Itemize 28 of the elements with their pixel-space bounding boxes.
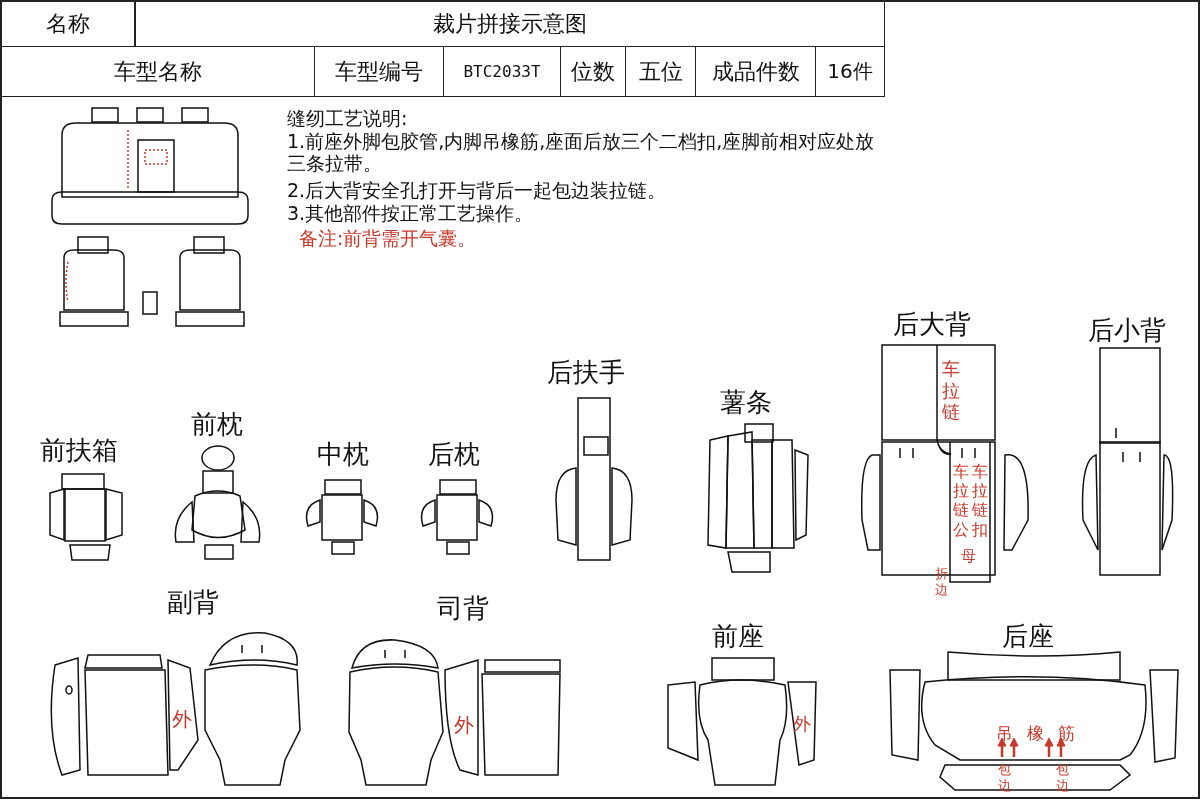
sewing-mark-text: 外: [454, 714, 474, 737]
piece-title: 后座: [1002, 622, 1054, 652]
piece-title: 后枕: [428, 440, 480, 470]
piece-title: 前枕: [191, 410, 243, 440]
piece-title: 前扶箱: [40, 436, 118, 466]
piece-title: 后扶手: [547, 358, 625, 388]
sewing-mark-text: 车拉链公: [952, 462, 970, 539]
sewing-mark-text: 外: [172, 708, 192, 731]
sewing-mark-text: 包边: [1055, 762, 1070, 794]
piece-title: 后小背: [1088, 316, 1166, 346]
piece-title: 薯条: [720, 388, 772, 418]
sewing-mark-text: 包边: [997, 762, 1012, 794]
piece-title: 中枕: [317, 440, 369, 470]
piece-title: 司背: [437, 594, 489, 624]
sewing-mark-text: 车拉链: [941, 358, 961, 423]
sewing-mark-text: 车拉链扣: [971, 462, 989, 539]
sewing-mark-text: 母: [961, 548, 976, 566]
table-cell: 裁片拼接示意图: [135, 0, 885, 47]
note-text: 2.后大背安全孔打开与背后一起包边装拉链。: [287, 180, 667, 202]
note-text: 3.其他部件按正常工艺操作。: [287, 203, 534, 225]
note-heading: 缝纫工艺说明:: [287, 108, 408, 130]
note-text: 备注:前背需开气囊。: [299, 228, 477, 250]
note-text: 1.前座外脚包胶管,内脚吊橡筋,座面后放三个二档扣,座脚前相对应处放三条拉带。: [287, 131, 876, 175]
piece-title: 后大背: [893, 310, 971, 340]
piece-title: 前座: [712, 622, 764, 652]
piece-title: 副背: [167, 588, 219, 618]
table-cell: 16件: [815, 46, 885, 97]
sewing-mark-text: 吊橡筋: [996, 724, 1089, 744]
